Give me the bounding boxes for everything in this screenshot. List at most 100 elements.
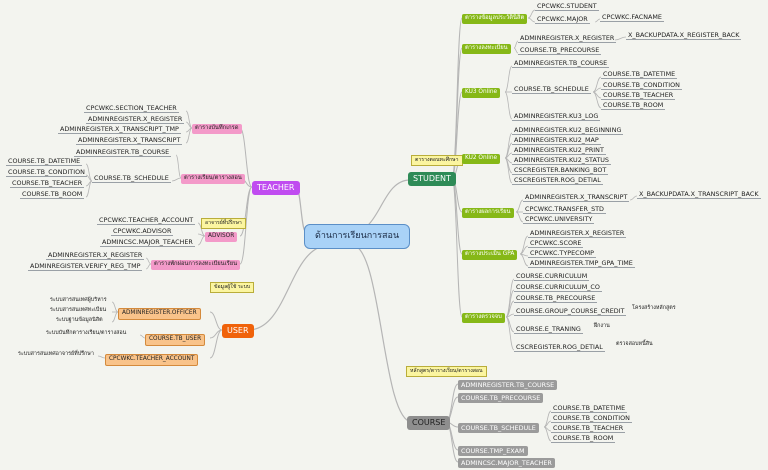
leaf[interactable]: ADMINCSC.MAJOR_TEACHER [100, 238, 195, 248]
leaf[interactable]: ADMINREGISTER.X_TRANSCRIPT_TMP [58, 125, 181, 135]
leaf[interactable]: ADMINREGISTER.X_REGISTER [86, 115, 185, 125]
leaf[interactable]: COURSE.TB_DATETIME [551, 404, 628, 414]
leaf[interactable]: CPCWKC.MAJOR [535, 15, 590, 25]
leaf[interactable]: COURSE.TB_SCHEDULE [92, 174, 171, 184]
leaf[interactable]: COURSE.GROUP_COURSE_CREDIT [514, 307, 627, 317]
student-cat-check[interactable]: ตารางตรวจจบ [462, 313, 505, 323]
leaf-thai[interactable]: ระบบฐานข้อมูลนิสิต [56, 317, 103, 323]
leaf[interactable]: CPCWKC.SCORE [528, 239, 584, 249]
leaf[interactable]: CPCWKC.STUDENT [535, 2, 599, 12]
leaf[interactable]: CPCWKC.TRANSFER_STD [523, 205, 606, 215]
center-topic[interactable]: ด้านการเรียนการสอน [304, 224, 411, 249]
leaf[interactable]: COURSE.CURRICULUM_CO [514, 283, 602, 293]
leaf[interactable]: ADMINREGISTER.X_TRANSCRIPT [523, 193, 630, 203]
leaf[interactable]: COURSE.TB_DATETIME [601, 70, 678, 80]
leaf[interactable]: ADMINREGISTER.X_REGISTER [528, 229, 627, 239]
leaf[interactable]: COURSE.E_TRANING [514, 325, 583, 335]
connector-line [543, 426, 552, 442]
connector-line [629, 195, 638, 201]
connector-line [505, 316, 515, 351]
leaf[interactable]: COURSE.TB_ROOM [551, 434, 616, 444]
leaf-thai[interactable]: ระบบสารสนเทศทะเบียน [50, 307, 107, 313]
leaf[interactable]: ADMINREGISTER.TB_COURSE [512, 59, 610, 69]
user-node[interactable]: USER [222, 324, 254, 338]
leaf[interactable]: COURSE.TB_ROOM [601, 101, 666, 111]
teacher-cat-schedule[interactable]: ตารางเรียน/ตารางสอน [181, 174, 245, 184]
user-cat-tbuser[interactable]: COURSE.TB_USER [145, 334, 206, 346]
advisor-note: อาจารย์ที่ปรึกษา [201, 218, 246, 230]
connector-line [519, 235, 529, 255]
connector-line [239, 186, 253, 265]
leaf[interactable]: COURSE.TB_PRECOURSE [514, 294, 598, 304]
leaf[interactable]: ADMINREGISTER.TMP_GPA_TIME [528, 259, 635, 269]
leaf[interactable]: ADMINREGISTER.TB_COURSE [74, 148, 172, 158]
leaf[interactable]: ADMINREGISTER.KU3_LOG [512, 112, 601, 122]
leaf[interactable]: CPCWKC.FACNAME [600, 13, 664, 23]
leaf[interactable]: COURSE.TB_CONDITION [601, 81, 682, 91]
leaf[interactable]: COURSE.TB_ROOM [20, 190, 85, 200]
leaf[interactable]: ADMINREGISTER.KU2_STATUS [512, 156, 611, 166]
user-cat-officer[interactable]: ADMINREGISTER.OFFICER [118, 308, 201, 320]
leaf[interactable]: ADMINREGISTER.KU2_BEGINNING [512, 126, 624, 136]
leaf[interactable]: CPCWKC.SECTION_TEACHER [84, 104, 179, 114]
leaf[interactable]: CPCWKC.ADVISOR [111, 227, 174, 237]
leaf[interactable]: COURSE.CURRICULUM [514, 272, 590, 282]
student-note: ตารางตอนทะศึกษา [411, 155, 463, 167]
course-item[interactable]: COURSE.TMP_EXAM [458, 446, 528, 457]
leaf[interactable]: CPCWKC.UNIVERSITY [523, 215, 595, 225]
connector-line [504, 132, 513, 159]
connector-line [209, 311, 223, 331]
student-cat-register[interactable]: ตารางลงทะเบียน [462, 44, 511, 54]
teacher-cat-advisor[interactable]: ADVISOR [205, 232, 238, 242]
course-item[interactable]: COURSE.TB_SCHEDULE [458, 423, 539, 434]
connector-line [175, 154, 182, 179]
leaf[interactable]: COURSE.TB_TEACHER [10, 179, 85, 189]
leaf[interactable]: ADMINREGISTER.X_REGISTER [518, 34, 617, 44]
student-cat-ku3[interactable]: KU3 Online [462, 88, 501, 98]
connector-line [504, 91, 513, 120]
student-cat-ku2[interactable]: KU2 Online [462, 154, 501, 164]
teacher-node[interactable]: TEACHER [252, 181, 300, 195]
leaf[interactable]: COURSE.TB_SCHEDULE [512, 85, 591, 95]
leaf-note: โครงสร้างหลักสูตร [632, 305, 676, 311]
course-item[interactable]: ADMINCSC.MAJOR_TEACHER [458, 458, 555, 469]
connector-line [505, 289, 515, 318]
leaf[interactable]: CSCREGISTER.ROG_DETIAL [514, 343, 605, 353]
course-node[interactable]: COURSE [407, 416, 451, 430]
leaf[interactable]: ADMINREGISTER.KU2_MAP [512, 136, 601, 146]
leaf[interactable]: COURSE.TB_TEACHER [601, 91, 676, 101]
leaf[interactable]: X_BACKUPDATA.X_TRANSCRIPT_BACK [637, 190, 761, 200]
leaf[interactable]: COURSE.TB_CONDITION [551, 414, 632, 424]
leaf[interactable]: COURSE.TB_CONDITION [6, 168, 87, 178]
teacher-cat-grade[interactable]: ตารางบันทึกเกรด [192, 124, 242, 134]
connector-line [85, 180, 93, 198]
course-item[interactable]: COURSE.TB_PRECOURSE [458, 393, 544, 404]
connector-line [451, 17, 463, 179]
leaf[interactable]: ADMINREGISTER.VERIFY_REG_TMP [28, 262, 143, 272]
student-node[interactable]: STUDENT [408, 172, 456, 186]
leaf[interactable]: COURSE.TB_PRECOURSE [518, 46, 602, 56]
leaf[interactable]: CSCREGISTER.BANKING_BOT [512, 166, 609, 176]
leaf[interactable]: CSCREGISTER.ROG_DETIAL [512, 176, 603, 186]
leaf[interactable]: CPCWKC.TYPECOMP [528, 249, 596, 259]
leaf[interactable]: COURSE.TB_TEACHER [551, 424, 626, 434]
user-cat-teacher-account[interactable]: CPCWKC.TEACHER_ACCOUNT [105, 354, 199, 366]
leaf-thai[interactable]: ระบบสารสนเทศอาจารย์ที่ปรึกษา [18, 351, 94, 357]
leaf-thai[interactable]: ระบบสารสนเทศผู้บริหาร [50, 297, 107, 303]
course-item[interactable]: ADMINREGISTER.TB_COURSE [458, 380, 558, 391]
leaf[interactable]: CPCWKC.TEACHER_ACCOUNT [97, 216, 196, 226]
connector-line [111, 311, 119, 323]
leaf[interactable]: X_BACKUPDATA.X_REGISTER_BACK [626, 31, 742, 41]
leaf[interactable]: ADMINREGISTER.X_TRANSCRIPT [76, 136, 183, 146]
leaf-note: ตรวจสอบหนี้สิน [616, 341, 653, 347]
leaf[interactable]: COURSE.TB_DATETIME [6, 157, 83, 167]
student-cat-result[interactable]: ตารางผลการเรียน [462, 208, 514, 218]
teacher-cat-relax[interactable]: ตารางพักผ่อนการลงทะเบียนเรียน [151, 260, 241, 270]
student-cat-gpa[interactable]: ตารางประเมิน GPA [462, 250, 518, 260]
leaf[interactable]: ADMINREGISTER.X_REGISTER [46, 251, 145, 261]
student-cat-info[interactable]: ตารางข้อมูลประวัตินิสิต [462, 14, 528, 24]
leaf-thai[interactable]: ระบบบันทึกตารางเรียน/ตารางสอน [46, 330, 127, 336]
leaf[interactable]: ADMINREGISTER.KU2_PRINT [512, 146, 606, 156]
connector-line [197, 235, 206, 246]
connector-line [515, 211, 524, 223]
